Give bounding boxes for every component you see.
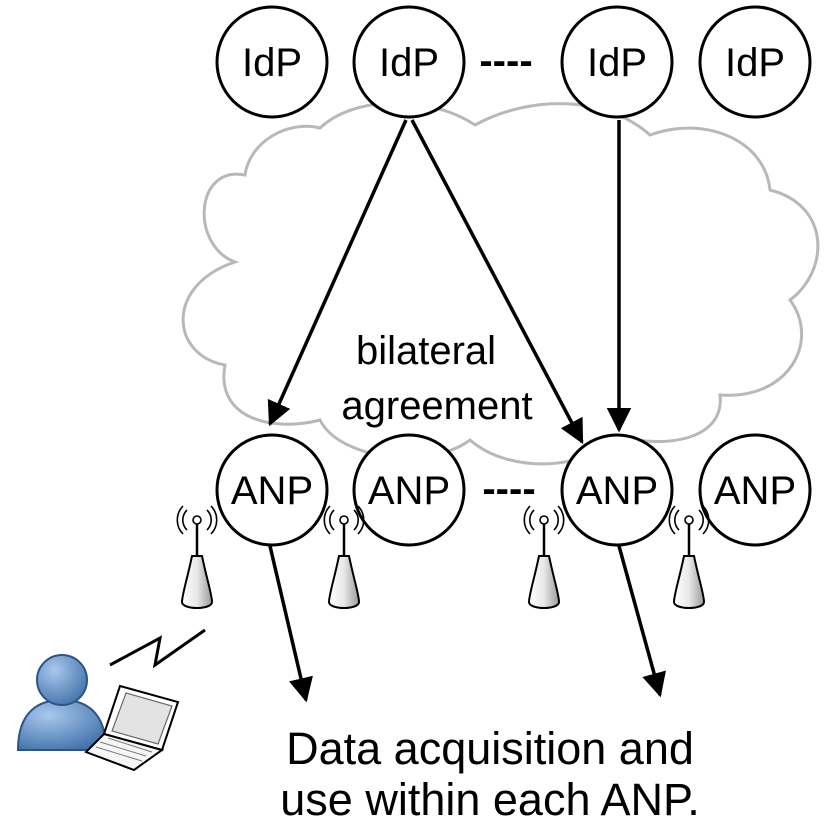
idp-node-4-label: IdP <box>725 41 785 85</box>
anp-node-4-label: ANP <box>714 469 796 513</box>
idp-node-2: IdP <box>352 5 466 119</box>
idp-node-3: IdP <box>560 5 674 119</box>
wireless-access-point-icon <box>323 505 365 609</box>
idp-node-1: IdP <box>215 5 329 119</box>
anp-node-2-label: ANP <box>368 469 450 513</box>
laptop-icon <box>84 684 180 772</box>
anp-node-3-label: ANP <box>576 469 658 513</box>
bilateral-label: bilateral <box>356 329 496 373</box>
arrow-idp2-to-anp1 <box>267 119 408 427</box>
idp-node-2-label: IdP <box>379 41 439 85</box>
anp-node-1-label: ANP <box>231 469 313 513</box>
idp-node-3-label: IdP <box>587 41 647 85</box>
footer-line-2: use within each ANP. <box>280 774 699 824</box>
idp-node-1-label: IdP <box>242 41 302 85</box>
footer-line-1: Data acquisition and <box>286 723 694 774</box>
anp-node-1: ANP <box>215 433 329 547</box>
wireless-access-point-icon <box>176 505 218 609</box>
wireless-access-point-icon <box>668 505 710 609</box>
idp-ellipsis: ---- <box>479 39 532 83</box>
cloud-shape <box>181 101 820 466</box>
wireless-access-point-icon <box>523 505 565 609</box>
anp-node-2: ANP <box>352 433 466 547</box>
user-icon <box>16 654 108 751</box>
agreement-label: agreement <box>341 384 532 428</box>
anp-node-4: ANP <box>698 433 812 547</box>
arrow-idp2-to-anp3 <box>410 119 584 445</box>
wireless-link-icon <box>109 628 206 669</box>
arrow-anp3-to-data <box>617 545 666 698</box>
arrow-anp1-to-data <box>268 545 313 703</box>
anp-node-3: ANP <box>560 433 674 547</box>
anp-ellipsis: ---- <box>482 467 535 511</box>
idp-node-4: IdP <box>698 5 812 119</box>
